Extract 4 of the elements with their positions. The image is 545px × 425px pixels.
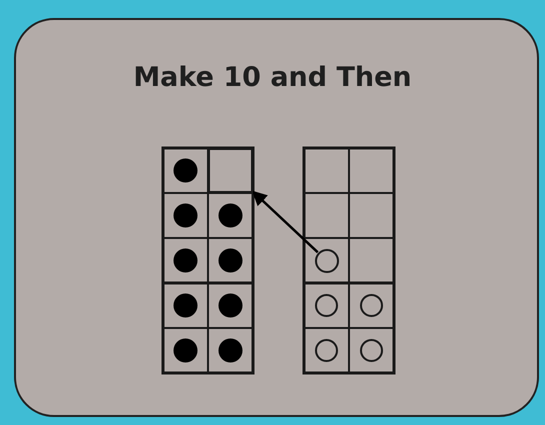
- counter-circle: [314, 248, 338, 272]
- empty-cell: [208, 148, 253, 193]
- title: Make 10 and Then: [133, 62, 412, 93]
- arrow: [252, 190, 319, 254]
